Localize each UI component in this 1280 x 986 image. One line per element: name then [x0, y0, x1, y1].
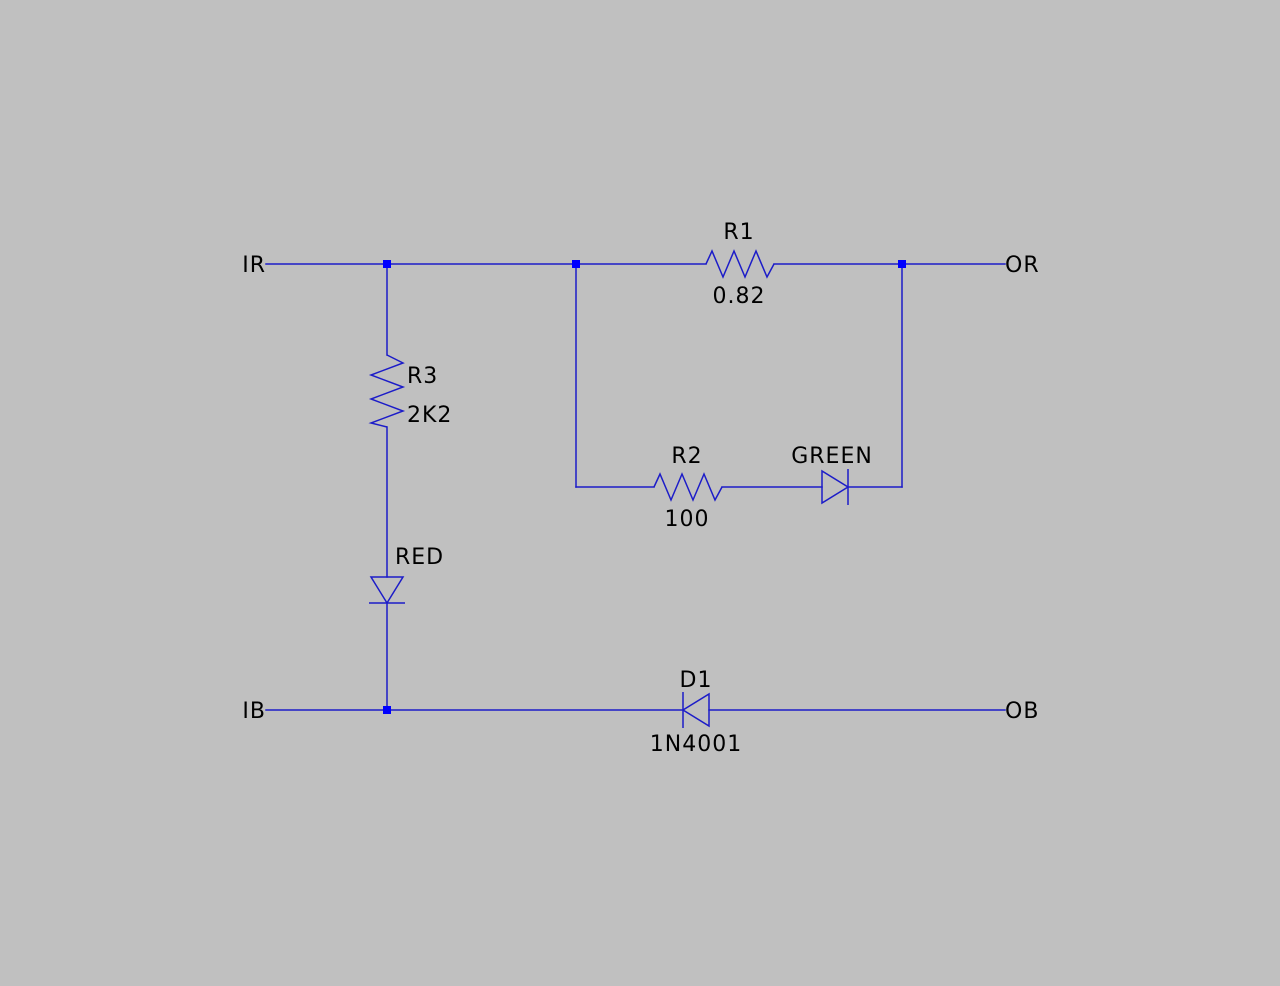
d1-triangle [681, 692, 710, 728]
junction-dot [898, 260, 906, 268]
port-label-ir: IR [242, 253, 266, 278]
r2-value-label: 100 [665, 507, 710, 532]
r1-ref-label: R1 [723, 220, 754, 245]
red-led-symbol[interactable] [369, 576, 405, 605]
junction-dot [383, 706, 391, 714]
red-led-triangle [369, 576, 405, 605]
d1-diode-symbol[interactable] [681, 692, 710, 728]
junction-dot [383, 260, 391, 268]
d1-ref-label: D1 [680, 668, 713, 693]
junction-dot [572, 260, 580, 268]
r3-ref-label: R3 [407, 364, 438, 389]
green-led-label: GREEN [791, 444, 873, 469]
green-led-triangle [821, 469, 850, 505]
r3-value-label: 2K2 [407, 403, 452, 428]
green-led-symbol[interactable] [821, 469, 850, 505]
r3-resistor-symbol[interactable] [368, 354, 406, 428]
port-label-ib: IB [242, 699, 266, 724]
junctions [383, 260, 906, 714]
r1-resistor-symbol[interactable] [705, 249, 775, 279]
r2-resistor-symbol[interactable] [653, 472, 723, 502]
parallel-branch-wires [575, 263, 903, 488]
port-label-ob: OB [1005, 699, 1039, 724]
r2-ref-label: R2 [671, 444, 702, 469]
port-label-or: OR [1005, 253, 1040, 278]
d1-value-label: 1N4001 [650, 732, 742, 757]
r1-value-label: 0.82 [713, 284, 766, 309]
red-led-label: RED [395, 545, 444, 570]
